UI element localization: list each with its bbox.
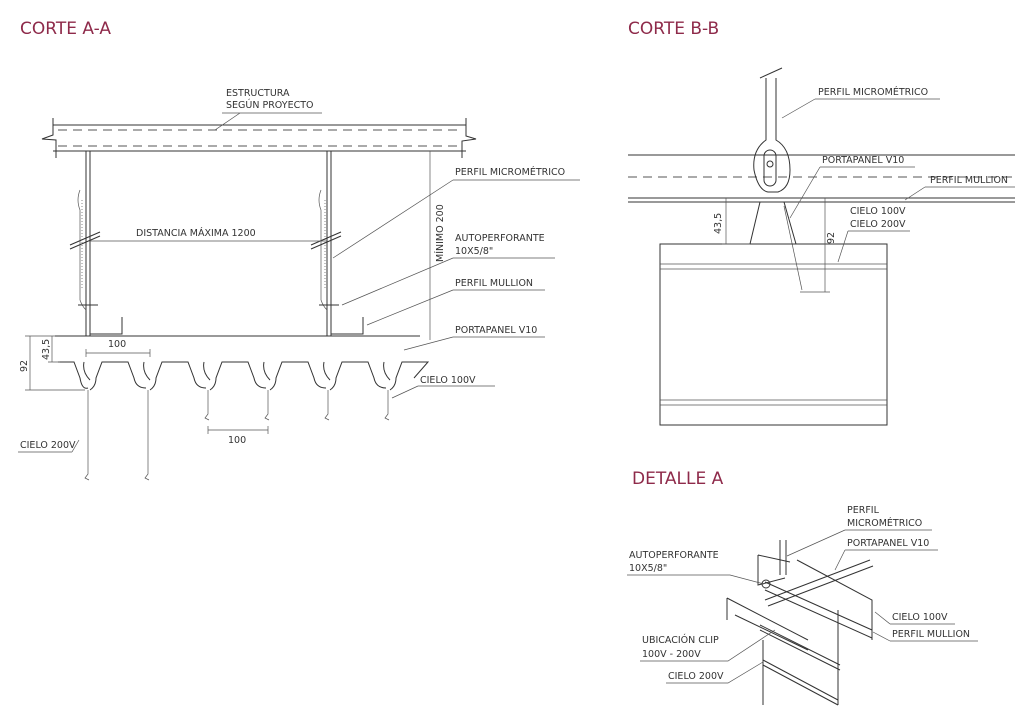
da-perfil-mullion-label: PERFIL MULLION [892, 629, 970, 640]
perfil-mullion-leader [366, 289, 545, 326]
cielo-100v-leader [391, 385, 495, 399]
cielo-100v-label: CIELO 100V [420, 375, 476, 386]
bb-cielo-100v-label: CIELO 100V [850, 206, 906, 217]
corte-bb-section: CORTE B-B 43,5 92 PERFIL MICROMÉTRICO PO… [628, 19, 1015, 426]
corte-aa-title: CORTE A-A [20, 19, 111, 39]
perfil-micrometrico-label: PERFIL MICROMÉTRICO [455, 166, 565, 178]
bb-perfil-micrometrico-label: PERFIL MICROMÉTRICO [818, 86, 928, 98]
portapanel-label: PORTAPANEL V10 [455, 325, 537, 336]
hanger-bb [753, 67, 791, 193]
da-perfil-label-2: MICROMÉTRICO [847, 517, 922, 529]
dim-100-bottom-label: 100 [228, 435, 246, 446]
perfil-mullion-label: PERFIL MULLION [455, 278, 533, 289]
cielo-pendant-strip [144, 390, 150, 481]
da-cielo-200v-label: CIELO 200V [668, 671, 724, 682]
portapanel-leader [403, 336, 545, 351]
dim-100-top-line [85, 349, 151, 357]
distancia-label: DISTANCIA MÁXIMA 1200 [136, 227, 256, 239]
dim-92-line [25, 335, 85, 391]
detalle-a-isometric [726, 540, 874, 706]
minimo-label: MÍNIMO 200 [434, 204, 446, 262]
corte-bb-title: CORTE B-B [628, 19, 719, 39]
da-clip-label-1: UBICACIÓN CLIP [642, 634, 719, 646]
da-autoperforante-label-1: AUTOPERFORANTE [629, 550, 719, 561]
cielo-200v-pendants [84, 390, 390, 481]
autoperforante-label-1: AUTOPERFORANTE [455, 233, 545, 244]
cielo-panel-profile [58, 361, 430, 391]
dim-92-bb-label: 92 [826, 232, 837, 244]
estructura-label-1: ESTRUCTURA [226, 88, 290, 99]
bb-portapanel-label: PORTAPANEL V10 [822, 155, 904, 166]
dim-92-label: 92 [19, 360, 30, 372]
dim-43-line [48, 336, 60, 363]
bb-cielo-200v-label: CIELO 200V [850, 219, 906, 230]
dim-92-bb-line [800, 198, 830, 293]
perfil-micrometrico-leader [332, 179, 580, 259]
dim-43-label: 43,5 [41, 339, 52, 360]
autoperforante-leader [341, 257, 555, 306]
cielo-200v-label: CIELO 200V [20, 440, 76, 451]
da-portapanel-label: PORTAPANEL V10 [847, 538, 929, 549]
perfil-micrometrico-hangers [69, 151, 364, 336]
cielo-panel-bb [659, 243, 888, 426]
dim-43-bb-label: 43,5 [713, 213, 724, 234]
dim-43-bb-line [722, 198, 750, 245]
portapanel-bb [749, 201, 797, 245]
autoperforante-label-2: 10X5/8" [455, 246, 493, 257]
estructura-leader [214, 112, 322, 131]
detalle-a-title: DETALLE A [632, 469, 724, 489]
da-autoperforante-label-2: 10X5/8" [629, 563, 667, 574]
structure-beam [41, 118, 477, 158]
detalle-a-section: DETALLE A PERFIL MICROMÉTRICO PORTAPANEL… [627, 469, 978, 706]
cielo-pendant-strip [204, 390, 210, 421]
cielo-pendant-strip [264, 390, 270, 421]
dim-100-top-label: 100 [108, 339, 126, 350]
da-perfil-label-1: PERFIL [847, 505, 880, 516]
corte-aa-section: CORTE A-A DISTANCIA MÁXIMA 1200 MÍNIM [18, 19, 580, 481]
bb-perfil-mullion-label: PERFIL MULLION [930, 175, 1008, 186]
cielo-pendant-strip [384, 390, 390, 421]
cielo-200v-leader [18, 439, 80, 453]
cielo-pendant-strip [84, 390, 90, 481]
da-cielo-100v-label: CIELO 100V [892, 612, 948, 623]
estructura-label-2: SEGÚN PROYECTO [226, 99, 313, 111]
da-clip-label-2: 100V - 200V [642, 649, 701, 660]
dim-100-bottom-line [207, 426, 269, 434]
cielo-pendant-strip [324, 390, 330, 421]
clip-bb [783, 205, 803, 291]
